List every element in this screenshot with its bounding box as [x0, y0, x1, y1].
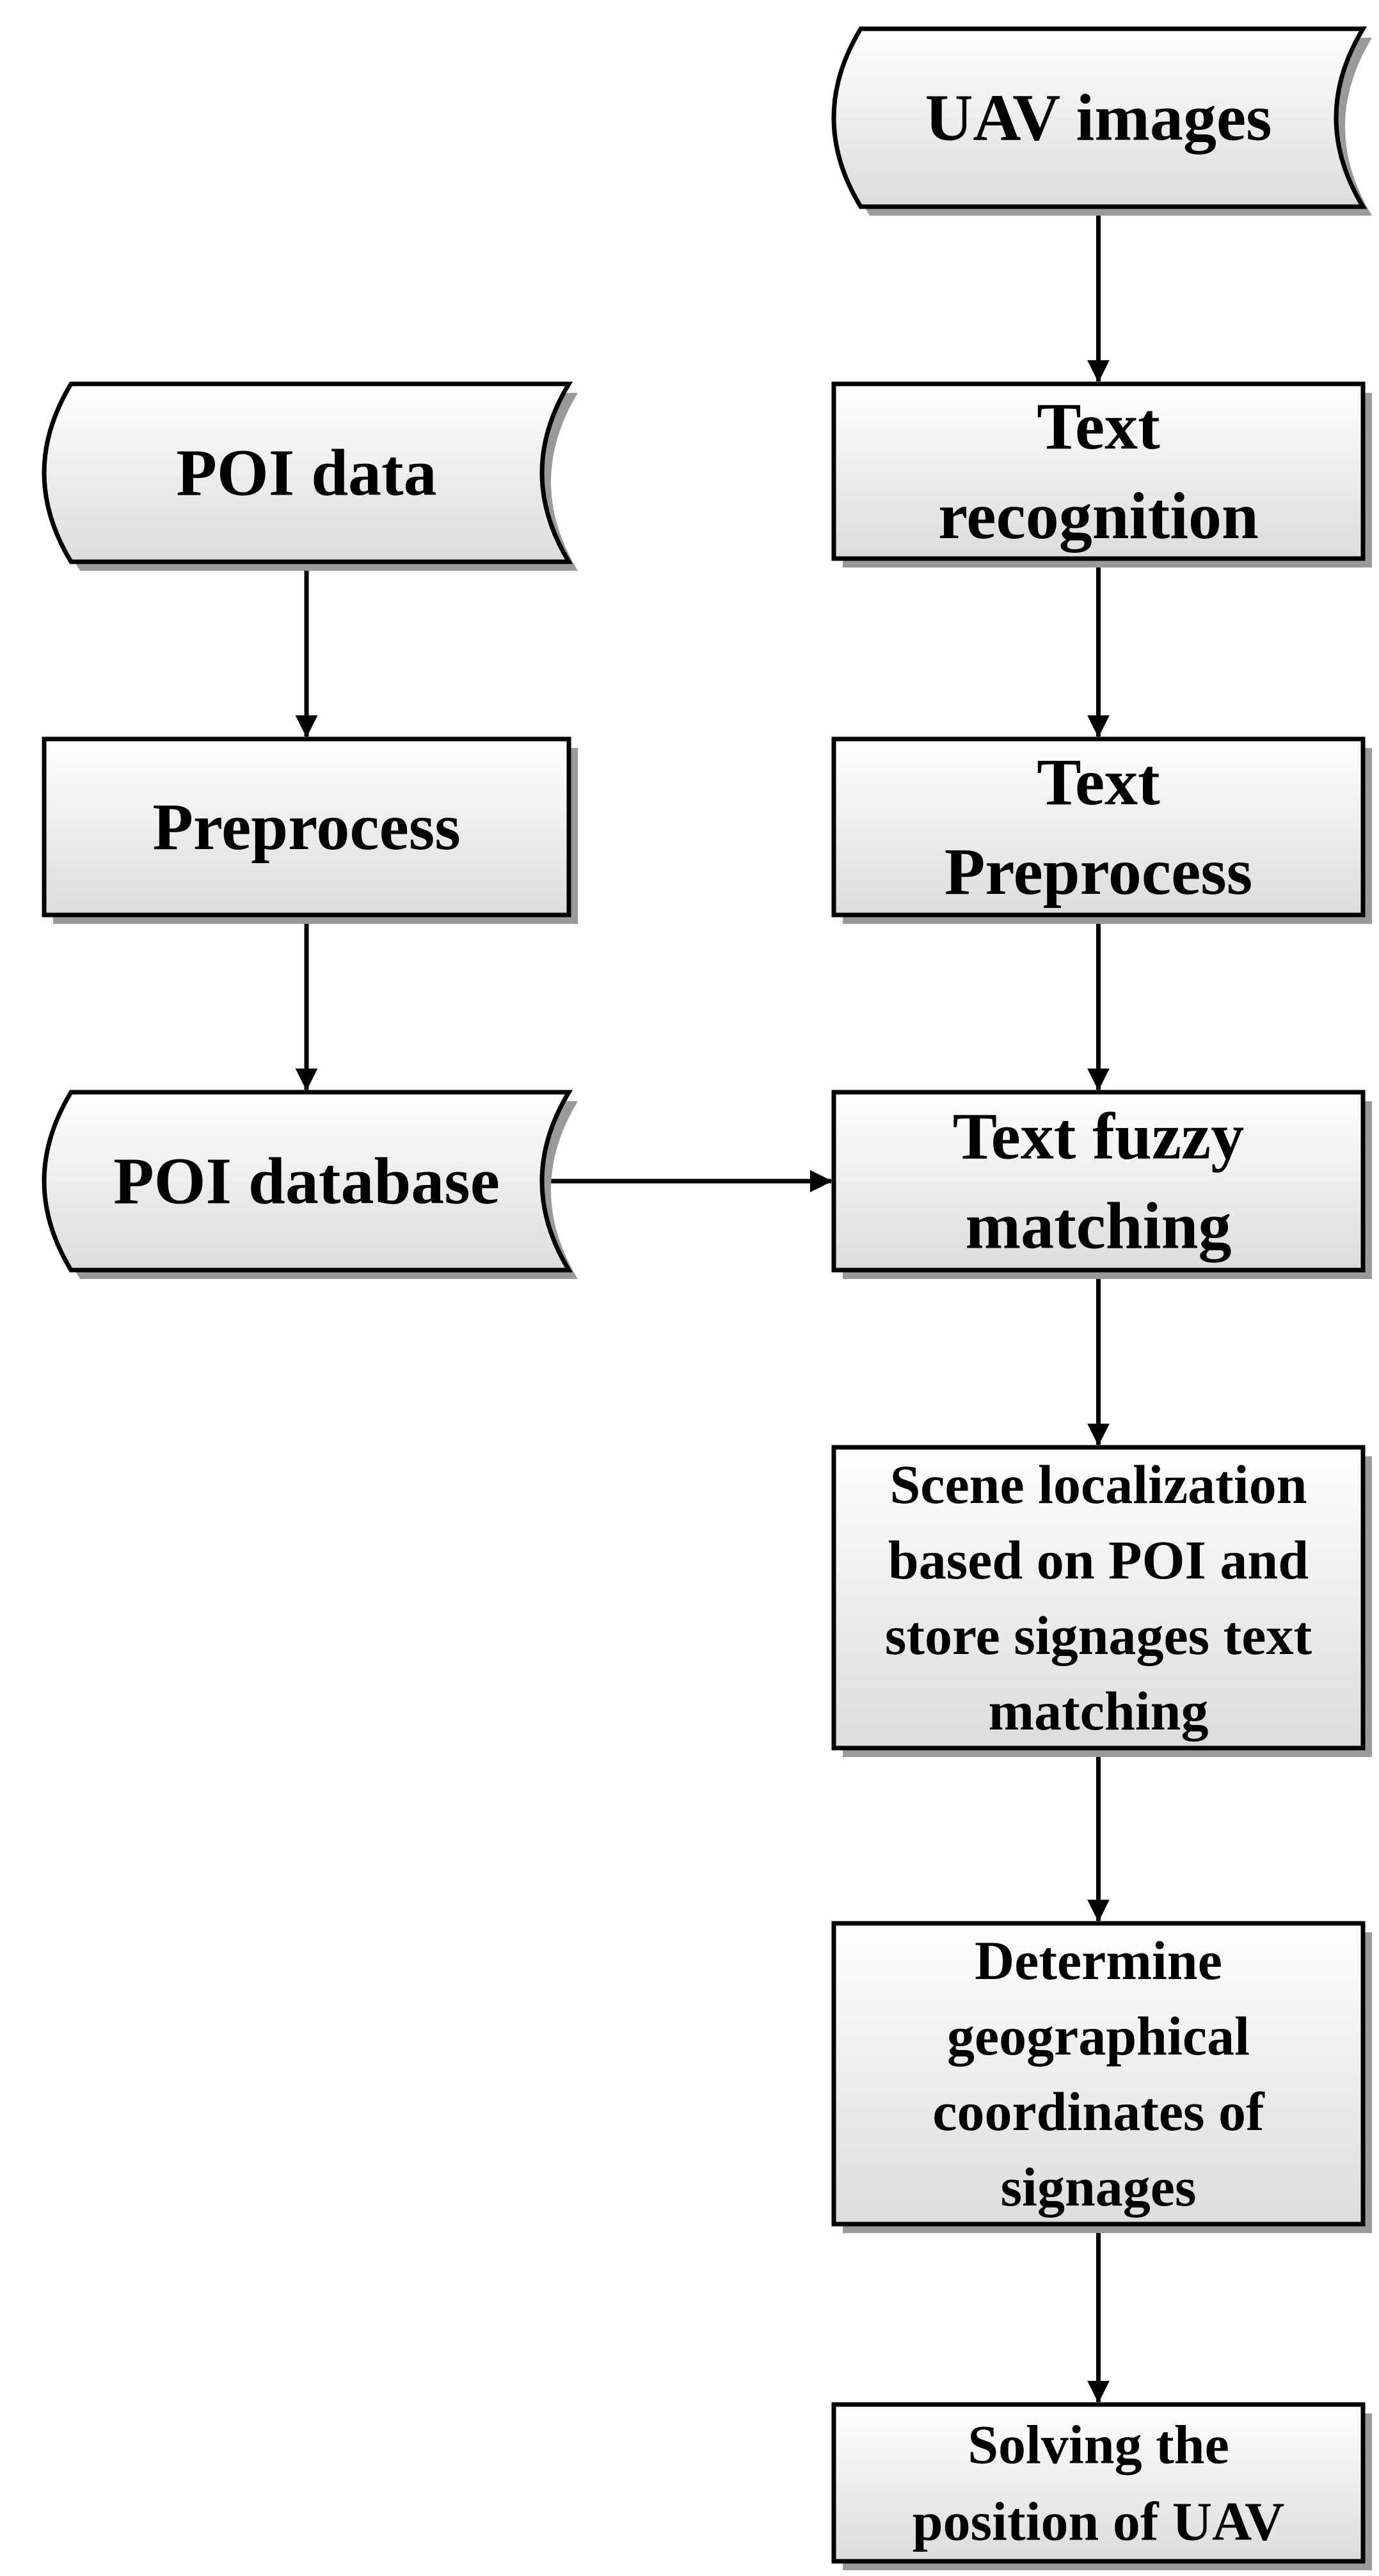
node-label: signages	[1001, 2156, 1197, 2218]
node-label: matching	[989, 1680, 1209, 1742]
data-shape	[42, 1090, 573, 1273]
process-box	[42, 736, 571, 918]
node-label: POI database	[113, 1145, 500, 1218]
node-label: position of UAV	[913, 2491, 1284, 2552]
node-label: recognition	[938, 479, 1259, 553]
node-poi-database: POI database	[42, 1090, 578, 1279]
data-shape	[42, 381, 573, 564]
node-label: Scene localization	[889, 1454, 1307, 1515]
edges	[295, 207, 1110, 2403]
node-label: Text fuzzy	[953, 1100, 1244, 1173]
node-label: store signages text	[885, 1605, 1312, 1666]
node-label: Text	[1037, 390, 1160, 463]
node-text-fuzzy-matching: Text fuzzy matching	[831, 1090, 1372, 1279]
node-label: based on POI and	[888, 1529, 1309, 1591]
node-label: UAV images	[925, 81, 1271, 155]
node-label: geographical	[947, 2005, 1250, 2067]
process-box	[831, 1921, 1366, 2227]
node-uav-images: UAV images	[831, 26, 1372, 216]
node-preprocess: Preprocess	[42, 736, 578, 924]
node-label: Determine	[975, 1930, 1222, 1991]
node-scene-localization: Scene localization based on POI and store …	[831, 1445, 1372, 1757]
process-box	[831, 2402, 1366, 2564]
node-determine-coordinates: Determine geographical coordinates of signa…	[831, 1921, 1372, 2233]
node-poi-data: POI data	[42, 381, 578, 571]
node-label: matching	[966, 1189, 1232, 1263]
node-label: coordinates of	[932, 2081, 1265, 2142]
process-box	[831, 381, 1366, 561]
node-label: Solving the	[968, 2414, 1229, 2476]
process-box	[831, 1445, 1366, 1751]
node-text-recognition: Text recognition	[831, 381, 1372, 568]
process-box	[831, 1090, 1366, 1273]
node-label: Preprocess	[945, 835, 1252, 909]
node-label: Preprocess	[152, 790, 460, 864]
data-shape	[831, 26, 1367, 209]
node-label: Text	[1037, 745, 1160, 819]
node-label: POI data	[176, 436, 436, 510]
node-solving-position: Solving the position of UAV	[831, 2402, 1372, 2570]
process-box	[831, 736, 1366, 918]
